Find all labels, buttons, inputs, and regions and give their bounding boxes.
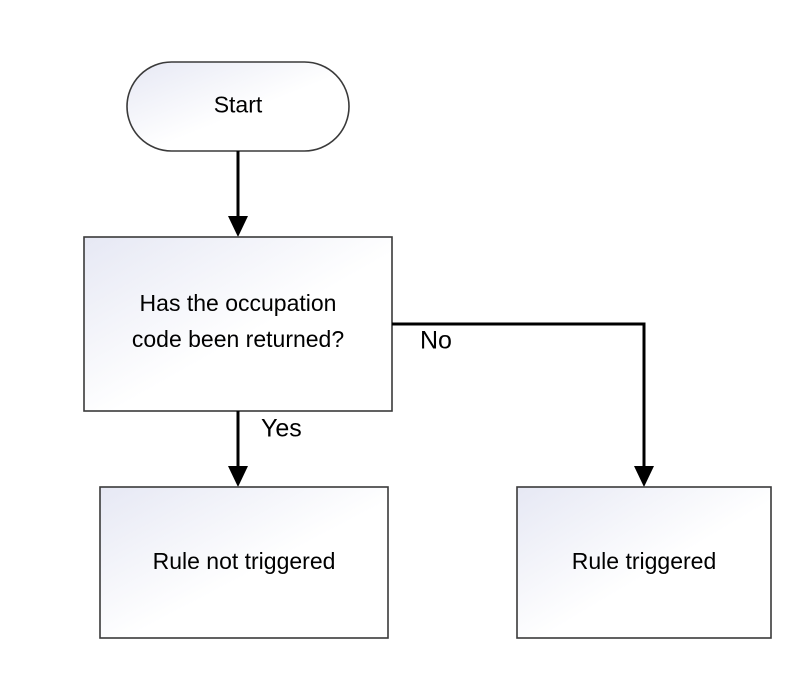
- yes-label: Yes: [261, 415, 302, 443]
- edge-yes: [228, 411, 248, 487]
- edge-no: [392, 322, 654, 487]
- decision-node: Has the occupation code been returned?: [83, 236, 393, 412]
- rule-not-triggered-label: Rule not triggered: [153, 548, 336, 574]
- rule-triggered-node: Rule triggered: [516, 486, 772, 639]
- rule-triggered-label: Rule triggered: [572, 548, 716, 574]
- edge-start-to-decision: [228, 151, 248, 237]
- rule-not-triggered-node: Rule not triggered: [99, 486, 389, 639]
- no-label: No: [420, 327, 452, 355]
- start-label: Start: [214, 92, 263, 118]
- decision-label-line2: code been returned?: [132, 326, 344, 352]
- start-node: Start: [126, 61, 350, 152]
- decision-label-line1: Has the occupation: [140, 290, 337, 316]
